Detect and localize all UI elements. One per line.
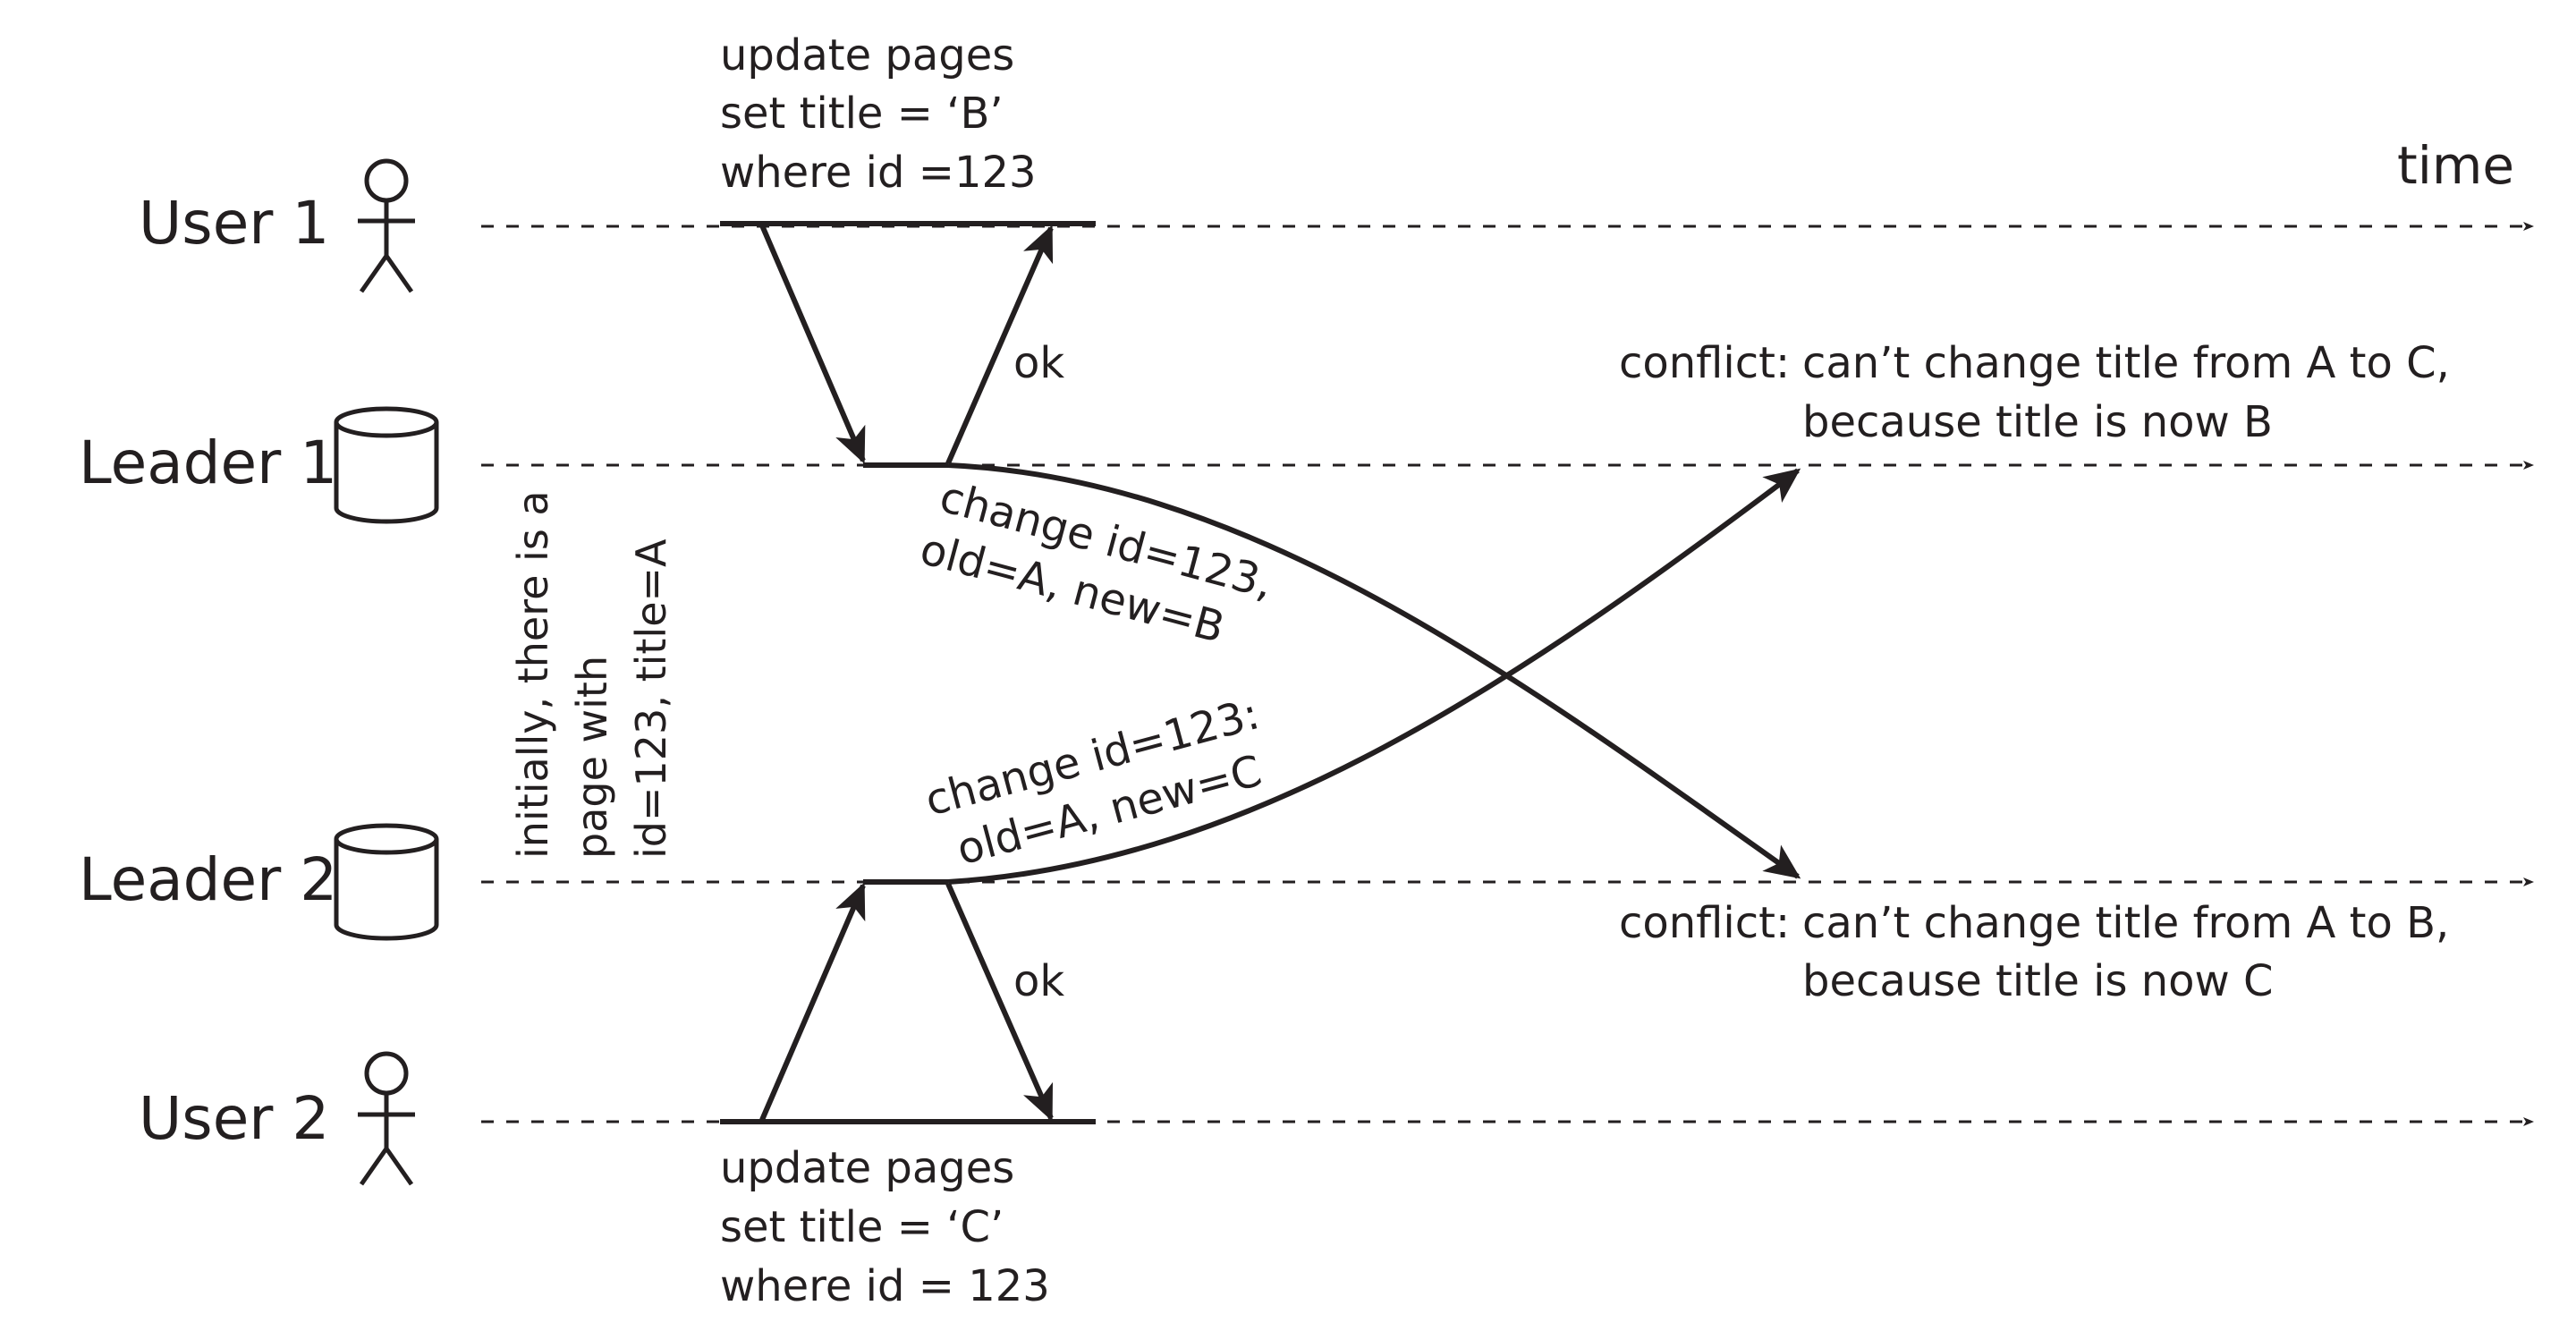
person-icon	[358, 158, 415, 293]
svg-text:page with: page with	[568, 656, 616, 859]
svg-text:because title is now C: because title is now C	[1802, 956, 2274, 1006]
database-icon	[334, 823, 439, 941]
time-axis-label: time	[2397, 135, 2514, 196]
conflict-note-leader2: conflict: can’t change title from A to B…	[1619, 898, 2449, 1006]
svg-text:conflict:: conflict:	[1619, 338, 1790, 388]
leader1-ok-arrow	[945, 225, 1054, 465]
lane-label-user2: User 2	[139, 1084, 329, 1153]
replication-leader2-to-leader1	[947, 468, 1801, 885]
svg-text:set title = ‘B’: set title = ‘B’	[720, 89, 1004, 139]
lane-label-user1: User 1	[139, 189, 329, 258]
leader2-ok-arrow	[945, 882, 1054, 1122]
svg-text:can’t change title from A to B: can’t change title from A to B,	[1802, 898, 2449, 948]
conflict-note-leader1: conflict: can’t change title from A to C…	[1619, 338, 2450, 447]
svg-text:set title = ‘C’: set title = ‘C’	[720, 1202, 1004, 1252]
user2-query: update pages set title = ‘C’ where id = …	[720, 1143, 1050, 1311]
svg-text:where id = 123: where id = 123	[720, 1261, 1050, 1311]
lane-label-leader2: Leader 2	[79, 845, 337, 914]
svg-text:can’t change title from A to C: can’t change title from A to C,	[1802, 338, 2450, 388]
ok-label-bottom: ok	[1013, 956, 1064, 1006]
user1-query: update pages set title = ‘B’ where id =1…	[720, 30, 1037, 198]
ok-label-top: ok	[1013, 338, 1064, 388]
initial-state-note: initially, there is a page with id=123, …	[509, 490, 675, 859]
svg-text:conflict:: conflict:	[1619, 898, 1790, 948]
svg-text:update pages: update pages	[720, 30, 1014, 81]
user1-write-arrow	[759, 224, 866, 464]
svg-text:because title is now B: because title is now B	[1802, 397, 2273, 447]
person-icon	[358, 1051, 415, 1186]
user2-write-arrow	[759, 882, 866, 1122]
svg-text:update pages: update pages	[720, 1143, 1014, 1193]
lane-label-leader1: Leader 1	[79, 428, 337, 497]
svg-text:where id =123: where id =123	[720, 148, 1037, 198]
replication-leader1-to-leader2	[947, 462, 1801, 879]
svg-text:initially, there is a: initially, there is a	[509, 490, 557, 859]
database-icon	[334, 406, 439, 524]
svg-text:id=123, title=A: id=123, title=A	[627, 538, 675, 859]
change-label-new-c: change id=123: old=A, new=C	[920, 689, 1267, 875]
change-label-new-b: change id=123, old=A, new=B	[915, 471, 1278, 653]
